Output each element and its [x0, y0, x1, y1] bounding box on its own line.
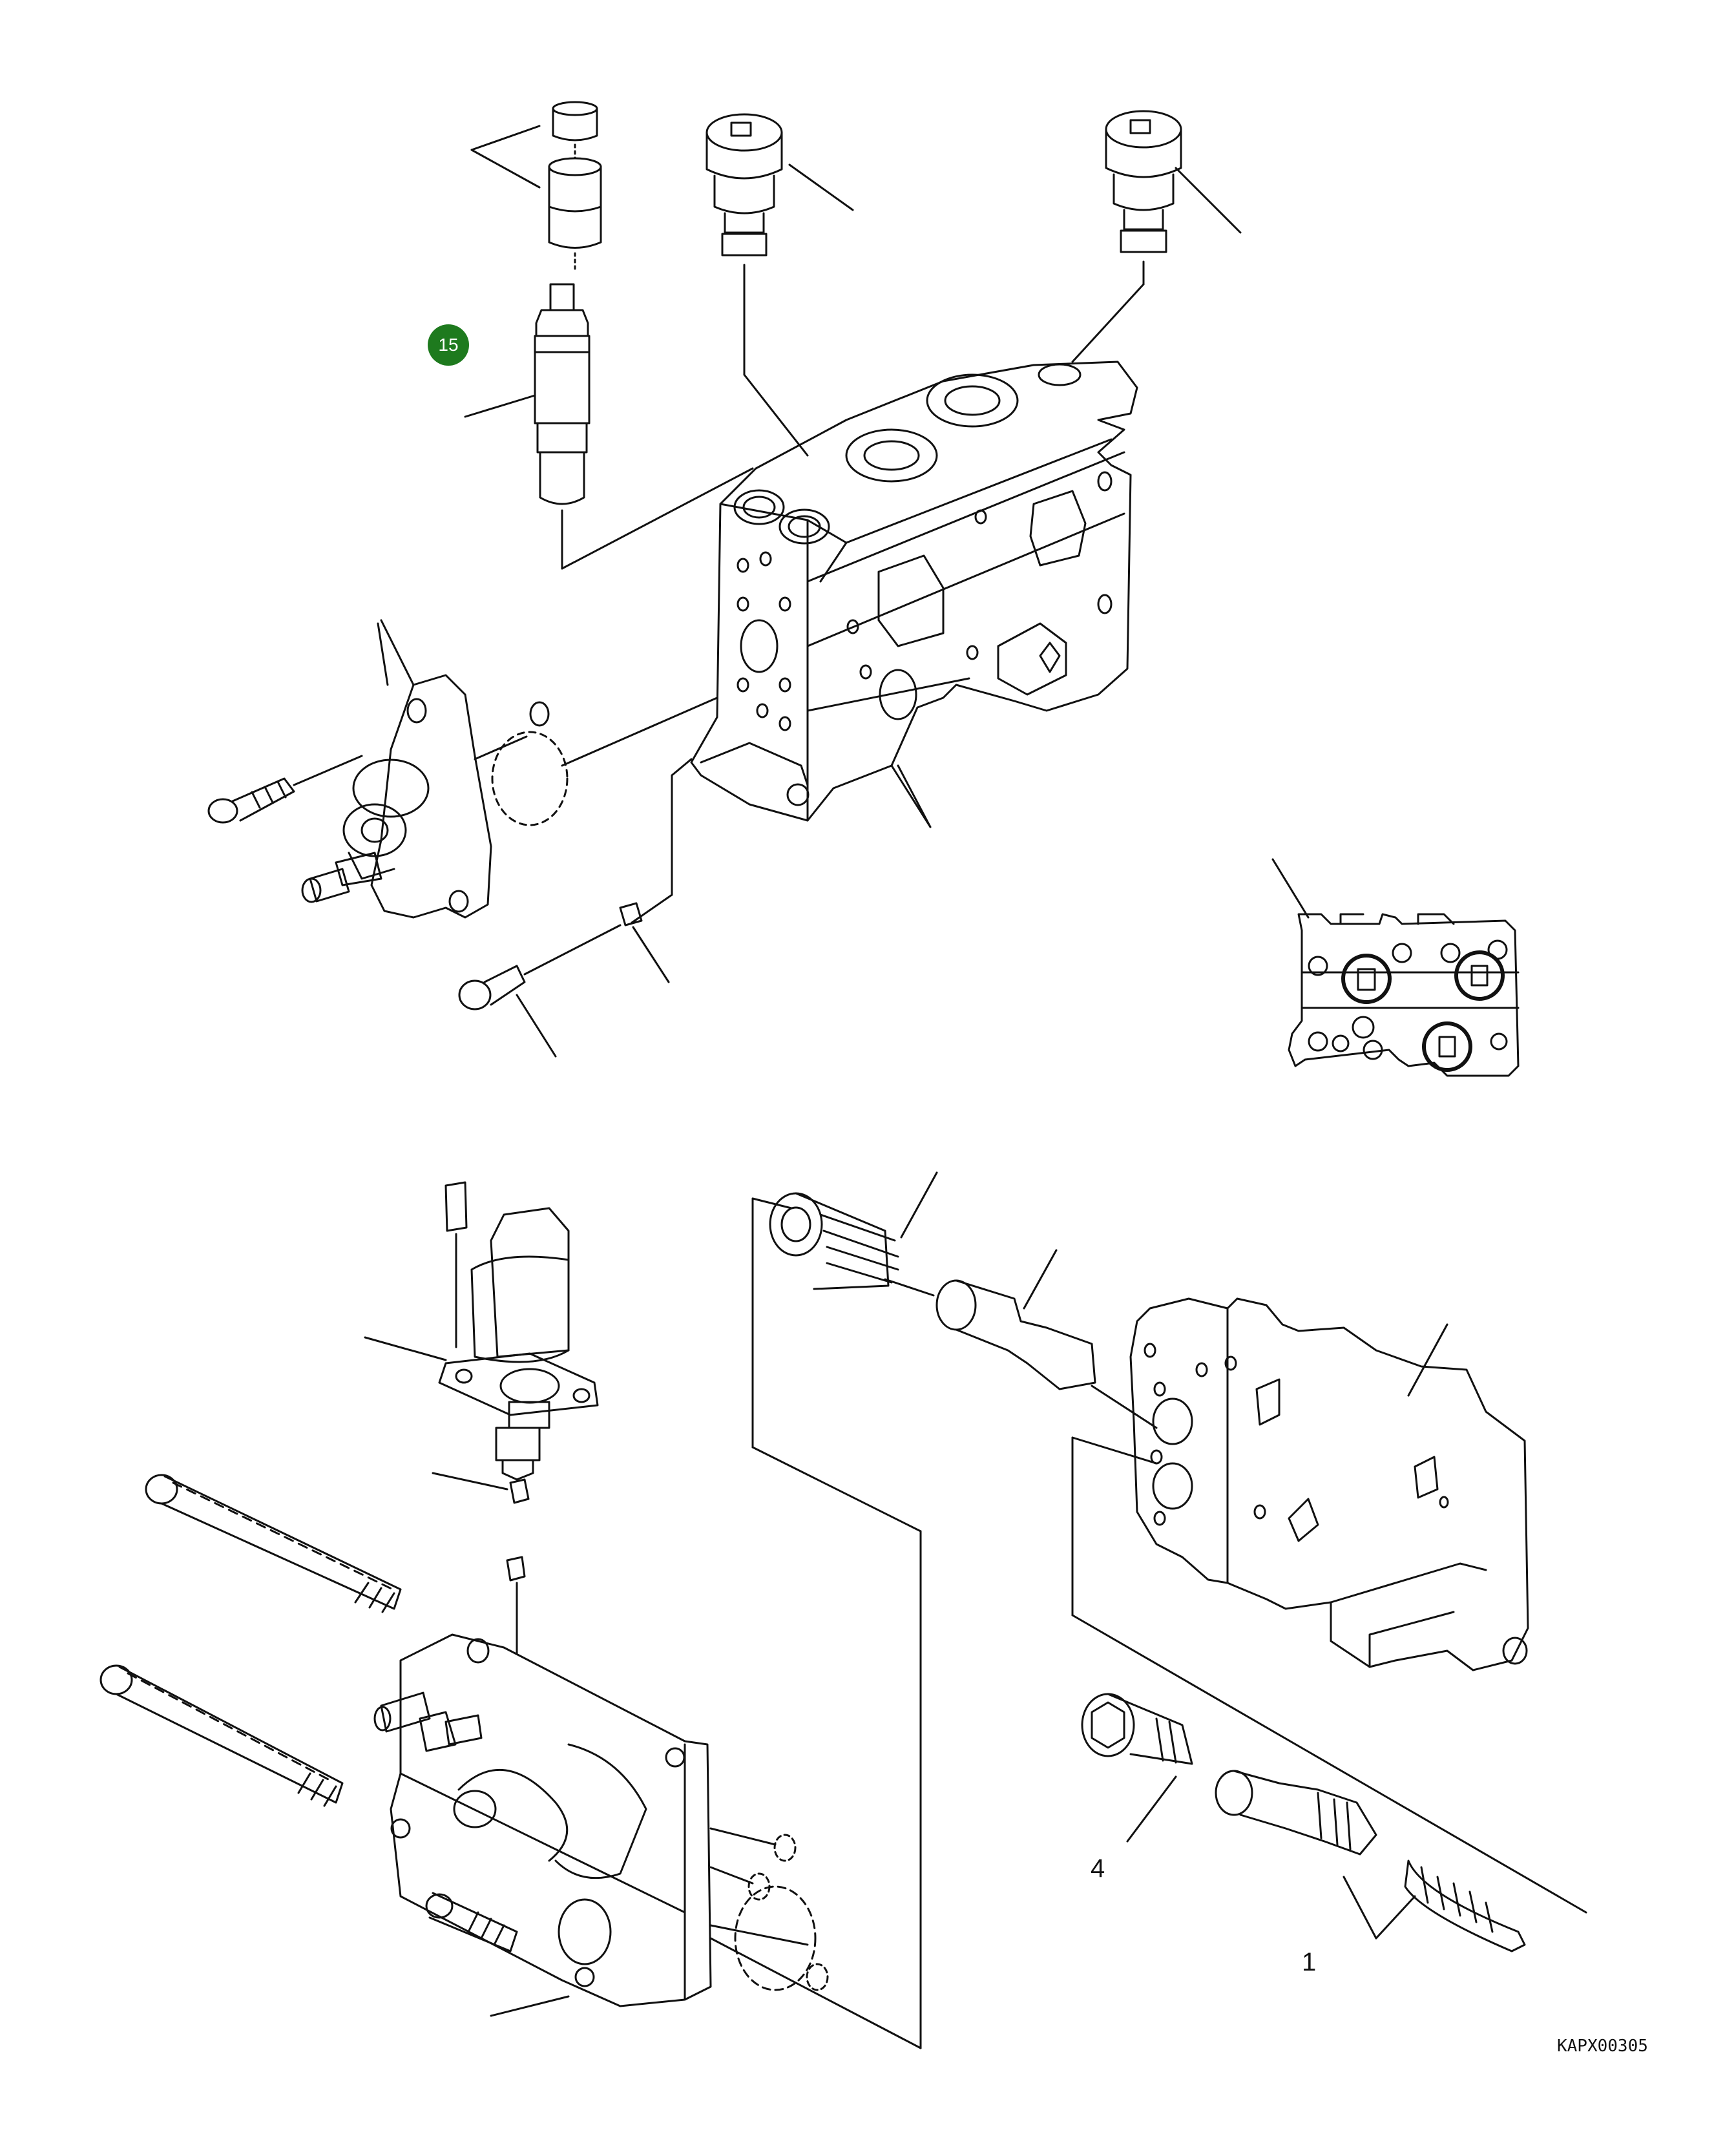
relief-plug-right — [1071, 110, 1242, 363]
spring-and-poppet — [1215, 1770, 1526, 1952]
valve-body-lower — [1129, 1297, 1529, 1671]
inset-section-view — [1271, 858, 1520, 1077]
small-fittings — [458, 758, 693, 1058]
relief-plug-lower — [1081, 1693, 1193, 1843]
cartridge-item-15 — [464, 283, 754, 570]
cap-and-sleeve — [470, 101, 602, 273]
valve-section-body — [690, 361, 1138, 828]
fittings-chain — [432, 1472, 530, 1655]
label-item-4: 4 — [1091, 1854, 1105, 1883]
leader-body — [890, 764, 932, 828]
leader-flange — [380, 619, 415, 686]
tie-bolts — [99, 1474, 402, 1807]
end-cover-housing — [373, 1633, 712, 2017]
solenoid-lower — [364, 1181, 599, 1481]
relief-plug-left — [705, 113, 854, 457]
o-rings-lower — [709, 1827, 829, 1991]
reference-code: KAPX00305 — [1557, 2036, 1648, 2056]
flange-solenoid-left — [207, 622, 718, 919]
callout-badge-15[interactable]: 15 — [428, 324, 469, 366]
label-item-1: 1 — [1302, 1948, 1317, 1976]
assembly-frame-lines — [709, 1197, 1587, 2049]
spring-assembly-upper — [769, 1171, 1158, 1429]
